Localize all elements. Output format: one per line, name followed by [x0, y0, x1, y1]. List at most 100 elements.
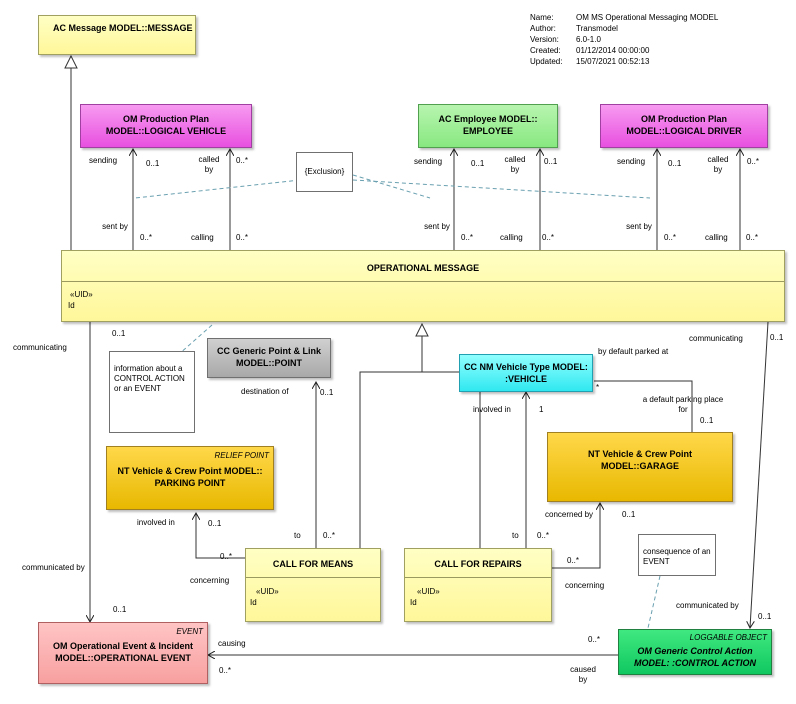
- class-logical-vehicle[interactable]: OM Production Plan MODEL::LOGICAL VEHICL…: [80, 104, 252, 148]
- stereotype-uid: «UID»: [417, 587, 440, 596]
- role-label: destination of: [241, 387, 289, 396]
- multiplicity-label: 0..*: [461, 233, 474, 242]
- note-exclusion: {Exclusion}: [296, 152, 353, 192]
- multiplicity-label: 0..1: [622, 510, 636, 519]
- multiplicity-label: 0..*: [542, 233, 555, 242]
- class-logical-driver[interactable]: OM Production Plan MODEL::LOGICAL DRIVER: [600, 104, 768, 148]
- role-label: to: [294, 531, 301, 540]
- role-label: caused by: [570, 665, 596, 684]
- note-consequence: consequence of an EVENT: [638, 534, 716, 576]
- class-title: NT Vehicle & Crew Point MODEL::GARAGE: [587, 449, 693, 471]
- multiplicity-label: 0..*: [664, 233, 677, 242]
- multiplicity-label: 0..*: [236, 156, 249, 165]
- multiplicity-label: 0..1: [668, 159, 682, 168]
- class-title: NT Vehicle & Crew Point MODEL:: PARKING …: [117, 466, 263, 488]
- meta-value-updated: 15/07/2021 00:52:13: [576, 57, 650, 66]
- multiplicity-label: 0..1: [112, 329, 126, 338]
- class-stereotype: EVENT: [176, 627, 203, 636]
- multiplicity-label: 0..1: [208, 519, 222, 528]
- role-label: calling: [500, 233, 523, 242]
- class-employee[interactable]: AC Employee MODEL:: EMPLOYEE: [418, 104, 558, 148]
- role-label: involved in: [137, 518, 175, 527]
- class-title: OM Production Plan MODEL::LOGICAL DRIVER: [626, 114, 742, 136]
- role-label: causing: [218, 639, 246, 648]
- multiplicity-label: 0..1: [700, 416, 714, 425]
- class-title: OM Generic Control Action MODEL: :CONTRO…: [634, 646, 756, 668]
- multiplicity-label: 1: [539, 405, 544, 414]
- class-control-action[interactable]: LOGGABLE OBJECT OM Generic Control Actio…: [618, 629, 772, 675]
- multiplicity-label: 0..*: [588, 635, 601, 644]
- role-label: called by: [707, 155, 729, 174]
- class-title: AC Message MODEL::MESSAGE: [53, 23, 193, 33]
- class-garage[interactable]: NT Vehicle & Crew Point MODEL::GARAGE: [547, 432, 733, 502]
- class-vehicle[interactable]: CC NM Vehicle Type MODEL: :VEHICLE: [459, 354, 593, 392]
- role-label: sent by: [102, 222, 128, 231]
- role-label: concerning: [190, 576, 230, 585]
- multiplicity-label: 0..*: [746, 233, 759, 242]
- class-title: CC Generic Point & Link MODEL::POINT: [216, 346, 321, 368]
- role-label: involved in: [473, 405, 511, 414]
- class-title: AC Employee MODEL:: EMPLOYEE: [438, 114, 538, 136]
- role-label: calling: [705, 233, 728, 242]
- multiplicity-label: 0..*: [219, 666, 232, 675]
- meta-label-name: Name:: [530, 13, 554, 22]
- role-label: sending: [414, 157, 443, 166]
- class-parking-point[interactable]: RELIEF POINT NT Vehicle & Crew Point MOD…: [106, 446, 274, 510]
- attribute-id: Id: [410, 598, 417, 607]
- role-label: calling: [191, 233, 214, 242]
- role-label: a default parking place for: [642, 395, 724, 414]
- role-label: called by: [198, 155, 220, 174]
- class-title: CC NM Vehicle Type MODEL: :VEHICLE: [464, 362, 588, 384]
- role-label: sent by: [424, 222, 450, 231]
- note-information: information about a CONTROL ACTION or an…: [109, 351, 195, 433]
- compartment-divider: [246, 577, 380, 578]
- attribute-id: Id: [250, 598, 257, 607]
- role-label: sending: [617, 157, 646, 166]
- class-title: CALL FOR REPAIRS: [434, 559, 522, 569]
- multiplicity-label: 0..1: [471, 159, 485, 168]
- attribute-id: Id: [68, 301, 75, 310]
- class-ac-message[interactable]: AC Message MODEL::MESSAGE: [38, 15, 196, 55]
- class-title: OM Production Plan MODEL::LOGICAL VEHICL…: [105, 114, 227, 136]
- role-label: sending: [89, 156, 118, 165]
- multiplicity-label: 0..*: [220, 552, 233, 561]
- compartment-divider: [405, 577, 551, 578]
- multiplicity-label: 0..*: [323, 531, 336, 540]
- meta-label-created: Created:: [530, 46, 561, 55]
- multiplicity-label: 0..1: [758, 612, 772, 621]
- multiplicity-label: 0..*: [537, 531, 550, 540]
- multiplicity-label: 0..*: [747, 157, 760, 166]
- role-label: called by: [504, 155, 526, 174]
- compartment-divider: [62, 281, 784, 282]
- class-title: OPERATIONAL MESSAGE: [366, 263, 480, 273]
- role-label: communicating: [13, 343, 67, 352]
- class-operational-event[interactable]: EVENT OM Operational Event & Incident MO…: [38, 622, 208, 684]
- class-call-for-repairs[interactable]: CALL FOR REPAIRS «UID» Id: [404, 548, 552, 622]
- role-label: sent by: [626, 222, 652, 231]
- stereotype-uid: «UID»: [70, 290, 93, 299]
- meta-label-version: Version:: [530, 35, 559, 44]
- multiplicity-label: 0..1: [320, 388, 334, 397]
- role-label: by default parked at: [598, 347, 669, 356]
- multiplicity-label: 0..1: [146, 159, 160, 168]
- multiplicity-label: 0..*: [140, 233, 153, 242]
- multiplicity-label: 0..1: [544, 157, 558, 166]
- role-label: communicated by: [22, 563, 85, 572]
- class-call-for-means[interactable]: CALL FOR MEANS «UID» Id: [245, 548, 381, 622]
- class-title: CALL FOR MEANS: [272, 559, 354, 569]
- meta-value-version: 6.0-1.0: [576, 35, 601, 44]
- class-title: OM Operational Event & Incident MODEL::O…: [52, 641, 194, 663]
- meta-value-name: OM MS Operational Messaging MODEL: [576, 13, 719, 22]
- class-stereotype: RELIEF POINT: [214, 451, 269, 460]
- multiplicity-label: 0..*: [567, 556, 580, 565]
- meta-value-created: 01/12/2014 00:00:00: [576, 46, 650, 55]
- multiplicity-label: 0..1: [113, 605, 127, 614]
- class-point[interactable]: CC Generic Point & Link MODEL::POINT: [207, 338, 331, 378]
- role-label: communicated by: [676, 601, 739, 610]
- multiplicity-label: *: [596, 383, 600, 392]
- class-operational-message[interactable]: OPERATIONAL MESSAGE «UID» Id: [61, 250, 785, 322]
- role-label: to: [512, 531, 519, 540]
- role-label: concerning: [565, 581, 605, 590]
- role-label: concerned by: [545, 510, 594, 519]
